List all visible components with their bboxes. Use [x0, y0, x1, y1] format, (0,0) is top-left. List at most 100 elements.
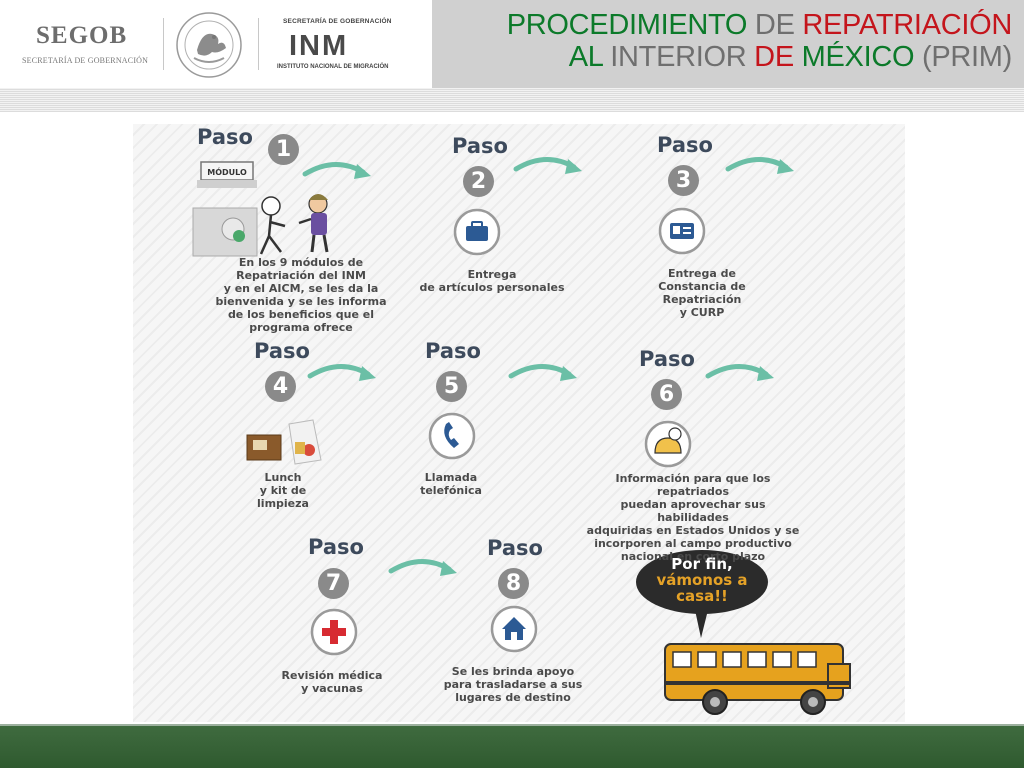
- briefcase-handle: [471, 221, 483, 228]
- inm-logo-bottom-text: INSTITUTO NACIONAL DE MIGRACIÓN: [277, 64, 389, 70]
- booth-roof: [197, 180, 257, 188]
- arrow-head-icon: [565, 159, 582, 174]
- school-bus-icon: [664, 643, 851, 715]
- phone-handset: [444, 422, 459, 448]
- house-door: [511, 632, 517, 640]
- bus-window: [747, 651, 767, 668]
- title-area: PROCEDIMIENTO DE REPATRIACIÓN AL INTERIO…: [432, 0, 1024, 88]
- step-description-line: programa ofrece: [249, 321, 353, 334]
- arrow-head-icon: [560, 366, 577, 381]
- inm-logo: SECRETARÍA DE GOBERNACIÓN INM INSTITUTO …: [275, 18, 395, 74]
- paso-label: Paso: [308, 535, 364, 559]
- step-description-line: Se les brinda apoyo: [451, 665, 575, 678]
- step-description-line: nacional en corto plazo: [620, 550, 766, 563]
- step-description-line: y kit de: [259, 484, 307, 497]
- house-icon: [490, 605, 538, 653]
- slide-title-line-2: AL INTERIOR DE MÉXICO (PRIM): [568, 41, 1013, 73]
- arrow-head-icon: [354, 164, 371, 179]
- logo-divider: [163, 18, 164, 70]
- title-segment: REPATRIACIÓN: [802, 9, 1012, 41]
- bus-window: [697, 651, 717, 668]
- bus-wheel-hub: [808, 697, 818, 707]
- paso-label: Paso: [657, 133, 713, 157]
- speech-bubble-tail: [695, 610, 708, 638]
- kit-apple: [303, 444, 315, 456]
- step-description-line: limpieza: [257, 497, 309, 510]
- segob-logo-subtitle: SECRETARÍA DE GOBERNACIÓN: [22, 56, 149, 65]
- bus-window: [772, 651, 792, 668]
- step-description-line: incorporen al campo productivo: [594, 537, 792, 550]
- step-description-line: de los beneficios que el: [227, 308, 375, 321]
- paso-label: Paso: [254, 339, 310, 363]
- title-segment: DE: [754, 9, 803, 41]
- speech-line: vámonos a: [656, 571, 748, 589]
- step-number-badge: 5: [436, 371, 467, 402]
- header: SEGOB SECRETARÍA DE GOBERNACIÓN SECRETAR…: [0, 0, 1024, 88]
- card-line: [683, 232, 691, 234]
- logo-area: SEGOB SECRETARÍA DE GOBERNACIÓN SECRETAR…: [0, 0, 432, 88]
- step-description-line: y vacunas: [301, 682, 363, 695]
- step-description-line: y CURP: [679, 306, 725, 319]
- step-description-line: y en el AICM, se les da la: [223, 282, 379, 295]
- bus-wheel-hub: [710, 697, 720, 707]
- inm-logo-text: INM: [289, 30, 349, 62]
- phone-icon-bg: [435, 419, 469, 453]
- title-segment: AL: [568, 41, 611, 73]
- step-description-line: En los 9 módulos de: [238, 256, 364, 269]
- chef-hat: [668, 427, 682, 441]
- briefcase-icon: [453, 208, 501, 256]
- card-photo: [673, 226, 680, 234]
- bus-window: [672, 651, 692, 668]
- hard-hat: [654, 437, 682, 454]
- paso-label: Paso: [197, 125, 253, 149]
- step-description-line: Revisión médica: [281, 669, 383, 682]
- bus-stripe: [665, 681, 850, 685]
- person-body: [259, 214, 286, 255]
- bus-window: [797, 651, 817, 668]
- lunch-kit-icon: [246, 419, 322, 465]
- speech-line: casa!!: [676, 587, 728, 605]
- bus-window: [722, 651, 742, 668]
- card-line: [683, 227, 691, 229]
- step-number-badge: 7: [318, 568, 349, 599]
- speech-bubble-icon: [636, 550, 768, 638]
- step-description-line: Repatriación: [662, 293, 742, 306]
- logo-divider: [258, 18, 259, 70]
- segob-logo-text: SEGOB: [36, 22, 128, 49]
- phone-icon: [428, 412, 476, 460]
- cross-horizontal: [322, 628, 346, 636]
- step-description-line: de artículos personales: [419, 281, 565, 294]
- chef-worker-icon: [644, 420, 692, 468]
- step-number-badge: 2: [463, 166, 494, 197]
- arrow-head-icon: [777, 159, 794, 174]
- speech-bubble-body: [636, 550, 768, 614]
- paso-label: Paso: [425, 339, 481, 363]
- step-description-line: Entrega: [467, 268, 517, 281]
- step-description-line: adquiridas en Estados Unidos y se: [586, 524, 800, 537]
- step-number-badge: 8: [498, 568, 529, 599]
- house-shape: [502, 617, 526, 640]
- officer-legs: [310, 234, 329, 253]
- segob-logo: SEGOB SECRETARÍA DE GOBERNACIÓN: [20, 22, 150, 68]
- module-sign-text: MÓDULO: [207, 168, 247, 177]
- arrow-head-icon: [757, 366, 774, 381]
- step-description-line: Lunch: [264, 471, 302, 484]
- speech-line: Por fin,: [671, 555, 733, 573]
- step-description-line: Llamada: [424, 471, 478, 484]
- title-segment: MÉXICO: [801, 41, 922, 73]
- officer-arm: [298, 217, 312, 225]
- paso-label: Paso: [639, 347, 695, 371]
- medical-cross-icon: [310, 608, 358, 656]
- step-description-line: para trasladarse a sus: [443, 678, 583, 691]
- step-description-line: telefónica: [420, 484, 482, 497]
